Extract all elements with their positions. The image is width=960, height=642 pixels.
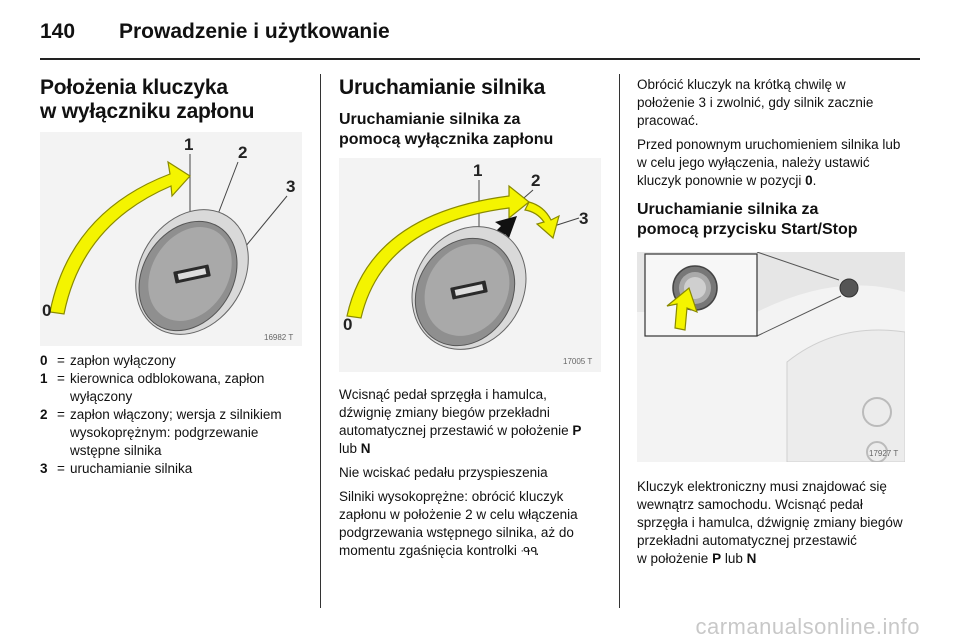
legend-text: zapłon włączony; wersja z silnikiem wyso… xyxy=(70,407,282,458)
position-0: 0 xyxy=(805,173,813,188)
figure-label-1: 1 xyxy=(473,161,482,180)
legend-text: uruchamianie silnika xyxy=(70,461,193,476)
section-title-engine-start: Uruchamianie silnika xyxy=(339,76,546,99)
subtitle-line-2: pomocą przycisku Start/Stop xyxy=(637,221,858,238)
legend-equals: = xyxy=(57,461,65,476)
paragraph-clutch-brake: Wcisnąć pedał sprzęgła i hamulca, dźwign… xyxy=(339,386,601,458)
start-arrow-icon xyxy=(524,201,560,240)
subtitle-line-1: Uruchamianie silnika za xyxy=(637,201,819,218)
subsection-title-start-stop: Uruchamianie silnika za pomocą przycisku… xyxy=(637,200,907,240)
figure-label-3: 3 xyxy=(579,209,588,228)
text: lub xyxy=(339,441,361,456)
gear-p: P xyxy=(572,423,582,438)
figure-label-3: 3 xyxy=(286,177,295,196)
legend-row: 3 = uruchamianie silnika xyxy=(40,460,302,478)
gear-n: N xyxy=(360,441,371,456)
figure-ignition-key-positions: 1 2 3 0 16982 T xyxy=(40,132,302,346)
title-line-2: w wyłączniku zapłonu xyxy=(40,100,255,123)
figure-label-0: 0 xyxy=(42,301,51,320)
gear-n: N xyxy=(746,551,757,566)
page-header: 140 Prowadzenie i użytkowanie xyxy=(40,14,920,54)
column-ignition-positions: Położenia kluczyka w wyłączniku zapłonu … xyxy=(40,76,302,478)
ignition-lock-icon xyxy=(411,226,527,350)
legend-text: zapłon wyłączony xyxy=(70,353,176,368)
legend-text: kierownica odblokowana, zapłon wyłączony xyxy=(70,371,265,404)
subtitle-line-1: Uruchamianie silnika za xyxy=(339,111,521,128)
preheat-indicator-icon: ᑴᑴ xyxy=(520,546,538,558)
figure-label-1: 1 xyxy=(184,135,193,154)
legend-row: 1 = kierownica odblokowana, zapłon wyłąc… xyxy=(40,370,302,406)
figure-start-stop-button: 17927 T xyxy=(637,252,907,462)
subtitle-line-2: pomocą wyłącznika zapłonu xyxy=(339,131,554,148)
paragraph-diesel-preheat: Silniki wysokoprężne: obrócić kluczyk za… xyxy=(339,488,601,561)
text: Wcisnąć pedał sprzęgła i hamulca, dźwign… xyxy=(339,387,573,438)
figure-code: 17927 T xyxy=(869,449,898,458)
text: lub xyxy=(721,551,747,566)
header-rule xyxy=(40,58,920,60)
column-divider-2 xyxy=(619,74,620,608)
legend-row: 2 = zapłon włączony; wersja z silnikiem … xyxy=(40,406,302,460)
start-stop-button-icon xyxy=(672,265,718,311)
legend-key: 3 xyxy=(40,461,48,476)
figure-code: 16982 T xyxy=(264,333,293,342)
subsection-title-ignition-switch: Uruchamianie silnika za pomocą wyłącznik… xyxy=(339,110,601,150)
figure-label-0: 0 xyxy=(343,315,352,334)
text: Przed ponownym uruchomieniem silnika lub… xyxy=(637,137,901,188)
watermark: carmanualsonline.info xyxy=(695,614,920,639)
text: Silniki wysokoprężne: obrócić kluczyk za… xyxy=(339,489,578,558)
chapter-title: Prowadzenie i użytkowanie xyxy=(119,20,390,43)
legend-key: 2 xyxy=(40,407,48,422)
legend-key: 0 xyxy=(40,353,48,368)
column-divider-1 xyxy=(320,74,321,608)
section-title-ignition-positions: Położenia kluczyka w wyłączniku zapłonu xyxy=(40,76,302,124)
legend-equals: = xyxy=(57,353,65,368)
text: . xyxy=(535,543,540,558)
figure-code: 17005 T xyxy=(563,357,592,366)
legend-key: 1 xyxy=(40,371,48,386)
gear-p: P xyxy=(712,551,722,566)
column-start-stop: Obrócić kluczyk na krótką chwilę w położ… xyxy=(637,76,907,574)
text: w położenie xyxy=(637,551,713,566)
paragraph-no-accelerator: Nie wciskać pedału przyspieszenia xyxy=(339,465,548,480)
page-number: 140 xyxy=(40,20,76,43)
ignition-lock-icon xyxy=(135,209,249,335)
column-engine-start: Uruchamianie silnika Uruchamianie silnik… xyxy=(339,76,601,567)
paragraph-electronic-key: Kluczyk elektroniczny musi znajdować się… xyxy=(637,479,903,548)
start-stop-button-small-icon xyxy=(839,278,859,298)
legend-row: 0 = zapłon wyłączony xyxy=(40,352,302,370)
legend-equals: = xyxy=(57,371,65,386)
title-line-1: Położenia kluczyka xyxy=(40,76,228,99)
rotation-arrow-icon xyxy=(49,160,191,315)
figure-ignition-start: 1 2 3 0 17005 T xyxy=(339,158,601,372)
text: . xyxy=(812,173,817,188)
paragraph-gear-position: w położenie P lub N xyxy=(637,550,907,568)
figure-label-2: 2 xyxy=(238,143,247,162)
legend: 0 = zapłon wyłączony 1 = kierownica odbl… xyxy=(40,352,302,478)
figure-label-2: 2 xyxy=(531,171,540,190)
legend-equals: = xyxy=(57,407,65,422)
paragraph-turn-key: Obrócić kluczyk na krótką chwilę w położ… xyxy=(637,77,874,128)
press-arrow-icon xyxy=(666,286,698,331)
paragraph-reset-key: Przed ponownym uruchomieniem silnika lub… xyxy=(637,136,907,190)
